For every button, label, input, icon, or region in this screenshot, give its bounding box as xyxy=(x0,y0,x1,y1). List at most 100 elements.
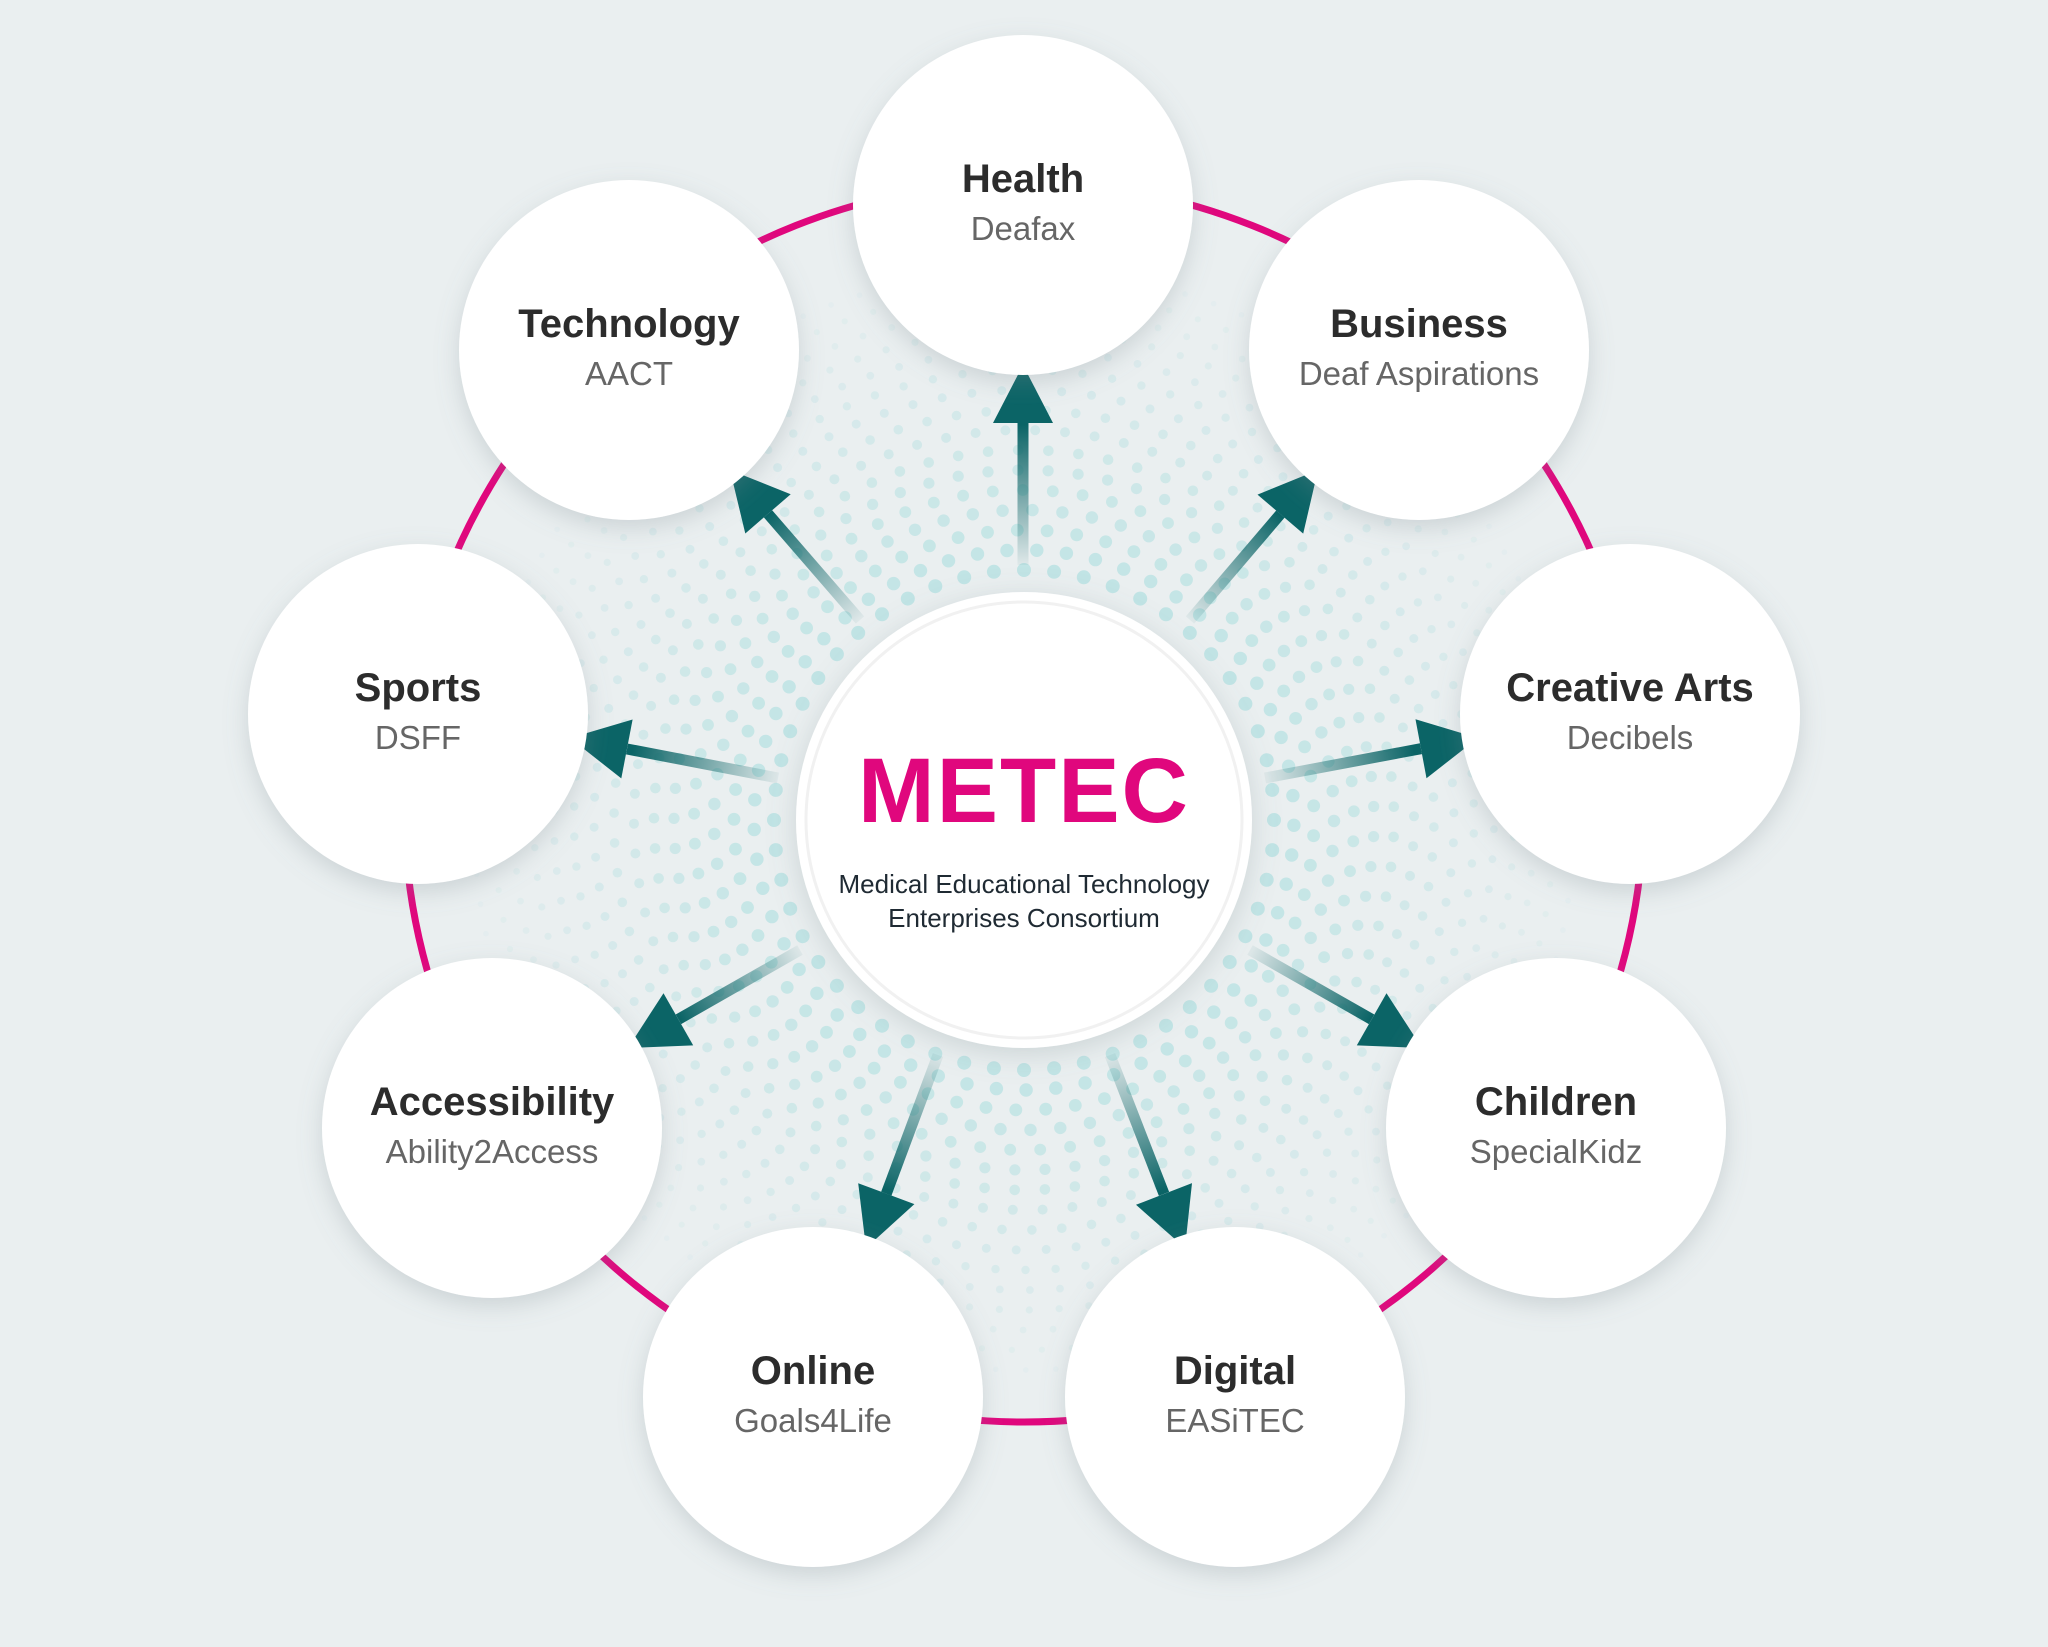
halo-dot xyxy=(1441,897,1451,907)
halo-dot xyxy=(820,549,833,562)
halo-dot xyxy=(1238,1031,1252,1044)
halo-dot xyxy=(1240,598,1253,611)
halo-dot xyxy=(1439,652,1448,661)
halo-dot xyxy=(1102,454,1114,466)
halo-dot xyxy=(1449,808,1459,818)
halo-dot xyxy=(1186,507,1198,519)
halo-dot xyxy=(634,878,645,889)
halo-dot xyxy=(979,1162,991,1174)
halo-dot xyxy=(1071,408,1081,419)
halo-dot xyxy=(663,1235,670,1241)
halo-dot xyxy=(1352,612,1363,623)
halo-dot xyxy=(712,690,724,703)
halo-dot xyxy=(779,507,790,518)
halo-dot xyxy=(856,292,863,299)
halo-dot xyxy=(706,1013,718,1024)
halo-dot xyxy=(951,531,965,544)
halo-dot xyxy=(773,463,783,473)
halo-dot xyxy=(789,1078,801,1090)
halo-dot xyxy=(1211,522,1223,534)
halo-dot xyxy=(1193,1069,1206,1082)
halo-dot xyxy=(697,1129,706,1139)
halo-dot xyxy=(952,450,964,462)
halo-dot xyxy=(1276,943,1290,957)
halo-dot xyxy=(1167,1085,1180,1098)
halo-dot xyxy=(1000,543,1014,558)
halo-dot xyxy=(737,1139,747,1149)
halo-dot xyxy=(875,1018,889,1033)
halo-dot xyxy=(1536,940,1543,947)
halo-dot xyxy=(530,956,537,963)
halo-dot xyxy=(715,569,726,580)
halo-dot xyxy=(689,1204,697,1212)
halo-dot xyxy=(978,1345,986,1352)
halo-dot xyxy=(702,1042,713,1053)
halo-dot xyxy=(1343,683,1355,695)
halo-dot xyxy=(894,1075,907,1089)
halo-dot xyxy=(1413,598,1423,607)
halo-dot xyxy=(1224,1016,1238,1030)
halo-dot xyxy=(1397,722,1408,733)
halo-dot xyxy=(1244,959,1258,973)
halo-dot xyxy=(1076,570,1091,585)
halo-dot xyxy=(1276,1134,1286,1145)
halo-dot xyxy=(669,782,682,795)
halo-dot xyxy=(888,324,896,331)
arrow-shaft-digital xyxy=(1104,1053,1170,1196)
halo-dot xyxy=(842,402,852,411)
halo-dot xyxy=(774,753,789,768)
halo-dot xyxy=(603,558,611,567)
halo-dot xyxy=(915,1127,928,1140)
halo-dot xyxy=(1059,546,1074,560)
node-circle-online xyxy=(643,1227,983,1567)
halo-dot xyxy=(651,634,661,645)
halo-dot xyxy=(981,525,994,539)
halo-dot xyxy=(1457,553,1465,561)
halo-dot xyxy=(1388,831,1399,843)
halo-dot xyxy=(795,929,810,944)
halo-dot xyxy=(648,936,659,947)
halo-dot xyxy=(1491,951,1499,959)
halo-dot xyxy=(1365,594,1375,605)
halo-dot xyxy=(1447,575,1455,583)
node-circle-health xyxy=(853,35,1193,375)
halo-dot xyxy=(1277,1049,1289,1061)
halo-dot xyxy=(1276,984,1289,997)
halo-dot xyxy=(1304,931,1317,945)
halo-dot xyxy=(1323,511,1333,521)
halo-dot xyxy=(715,1119,725,1129)
node-circle-technology xyxy=(459,180,799,520)
halo-dot xyxy=(1122,1127,1135,1139)
halo-dot xyxy=(1340,1036,1351,1047)
halo-dot xyxy=(815,529,827,541)
halo-dot xyxy=(1277,684,1291,698)
arrow-shaft-business xyxy=(1185,510,1285,624)
halo-dot xyxy=(1069,1160,1081,1172)
halo-dot xyxy=(589,683,598,693)
halo-dot xyxy=(671,991,682,1002)
halo-dot xyxy=(1212,453,1223,464)
halo-dot xyxy=(1182,625,1197,640)
halo-dot xyxy=(1027,1225,1037,1235)
halo-dot xyxy=(800,313,806,320)
halo-dot xyxy=(719,1150,728,1160)
halo-dot xyxy=(1371,1062,1381,1072)
halo-dot xyxy=(679,666,691,677)
halo-dot xyxy=(609,838,620,848)
halo-dot xyxy=(766,544,778,555)
halo-dot xyxy=(1485,562,1492,569)
halo-dot xyxy=(1267,813,1281,827)
halo-dot xyxy=(1218,390,1227,398)
halo-dot xyxy=(855,549,868,563)
halo-dot xyxy=(665,608,675,618)
halo-dot xyxy=(853,1076,866,1090)
halo-dot xyxy=(1070,528,1084,542)
brand-tagline: Medical Educational Technology Enterpris… xyxy=(804,867,1244,935)
halo-dot xyxy=(1409,940,1420,950)
halo-dot xyxy=(1025,1306,1033,1314)
halo-dot xyxy=(813,506,825,518)
halo-dot xyxy=(1216,1051,1230,1064)
halo-dot xyxy=(911,338,919,346)
halo-dot xyxy=(1286,788,1300,803)
halo-dot xyxy=(649,527,657,536)
